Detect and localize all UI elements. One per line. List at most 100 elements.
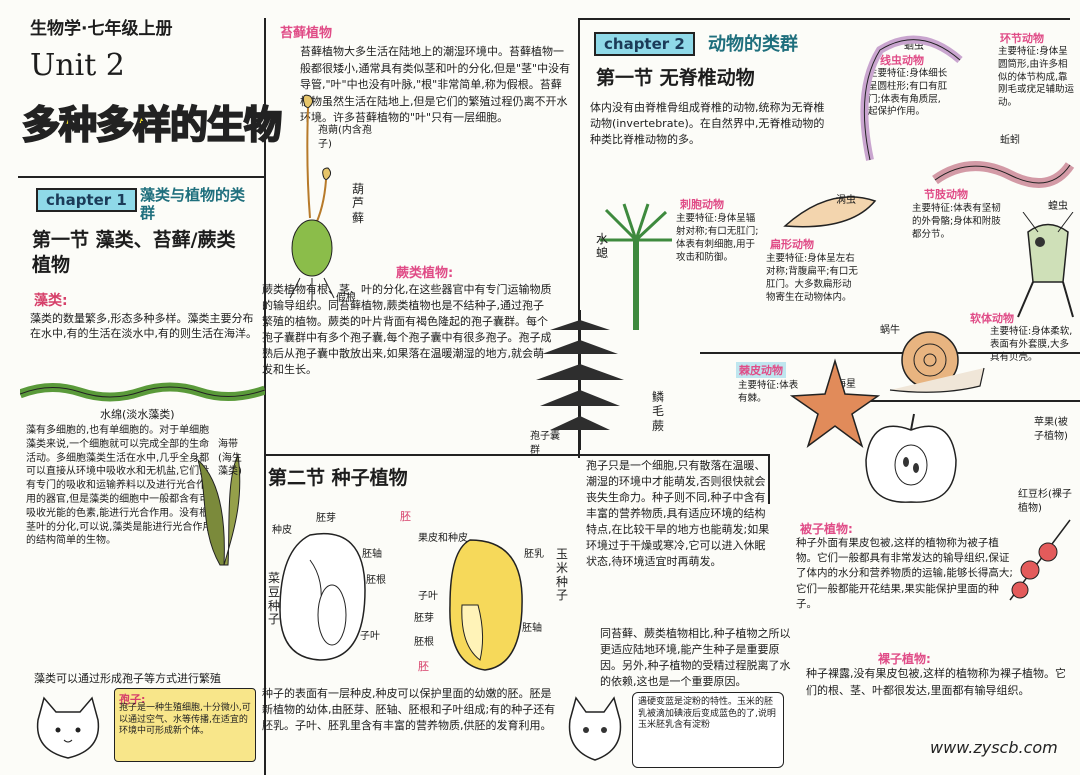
earthworm-illustration [932, 161, 1075, 188]
roundworm-heading: 线虫动物 [880, 54, 924, 67]
bean-part: 种皮 [272, 525, 292, 536]
compare-text: 同苔藓、蕨类植物相比,种子植物之所以更适应陆地环境,能产生种子是重要原因。另外,… [600, 627, 791, 688]
algae-text: 藻类的数量繁多,形态多种多样。藻类主要分布在水中,有的生活在淡水中,有的则生活在… [30, 312, 257, 340]
yew-illustration [1009, 519, 1071, 601]
iodine-note: 遇硬变蓝是淀粉的特性。玉米的胚乳被滴加碘液后变成蓝色的了,说明玉米胚乳含有淀粉 [632, 692, 784, 768]
moss-label: 葫芦藓 [352, 182, 365, 225]
bean-part: 胚轴 [362, 549, 382, 560]
fern-illustration [536, 310, 624, 450]
spore-note: 孢子: 孢子是一种生殖细胞,十分微小,可以通过空气、水等传播,在适宜的环境中可形… [114, 688, 256, 762]
corn-part: 胚 [418, 660, 429, 673]
annelid-heading: 环节动物 [1000, 32, 1044, 45]
flatworm-heading: 扁形动物 [770, 238, 814, 251]
echinoderm-heading: 棘皮动物 [736, 362, 786, 378]
roundworm-illustration [860, 35, 963, 161]
starfish-label: 海星 [836, 379, 856, 390]
spore-compare-text: 孢子只是一个细胞,只有散落在温暖、潮湿的环境中才能萌发,否则很快就会丧失生命力。… [586, 459, 770, 568]
mollusk-heading: 软体动物 [970, 312, 1014, 325]
corn-part: 胚根 [414, 637, 434, 648]
algae-cells-text: 藻有多细胞的,也有单细胞的。对于单细胞藻类来说,一个细胞就可以完成全部的生命活动… [26, 425, 213, 547]
fern-label: 鳞毛蕨 [652, 390, 665, 433]
divider [18, 176, 266, 178]
apple-label: 苹果(被子植物) [1034, 417, 1068, 442]
arthropod-text: 主要特征:体表有坚韧的外骨骼;身体和附肢都分节。 [912, 203, 1001, 241]
bean-part: 胚芽 [316, 513, 336, 524]
iodine-note-text: 遇硬变蓝是淀粉的特性。玉米的胚乳被滴加碘液后变成蓝色的了,说明玉米胚乳含有淀粉 [638, 697, 776, 731]
main-title: 多种多样的生物 [21, 102, 283, 148]
flatworm-text: 主要特征:身体呈左右对称;背腹扁平;有口无肛门。大多数扁形动物寄生在动物体内。 [766, 253, 858, 304]
cat-doodle [36, 696, 100, 759]
mollusk-text: 主要特征:身体柔软,表面有外套膜,大多具有贝壳。 [990, 326, 1073, 363]
chapter2-title: 动物的类群 [708, 34, 798, 55]
chapter1-tag: chapter 1 [36, 188, 137, 212]
bean-part: 胚 [400, 510, 411, 523]
kelp-illustration [197, 453, 241, 566]
chapter1-title: 藻类与植物的类群 [140, 186, 246, 222]
bean-seed-diagram [279, 533, 366, 661]
moss-text: 苔藓植物大多生活在陆地上的潮湿环境中。苔藓植物一般都很矮小,通常具有类似茎和叶的… [300, 45, 571, 124]
angiosperm-heading: 被子植物: [800, 522, 853, 536]
seed-section-title: 第二节 种子植物 [268, 467, 408, 489]
corn-part: 胚芽 [414, 613, 434, 624]
spore-text: 孢子是一种生殖细胞,十分微小,可以通过空气、水等传播,在适宜的环境中可形成新个体… [119, 703, 251, 737]
algae-heading: 藻类: [34, 293, 68, 309]
divider [768, 454, 770, 504]
unit-label: Unit 2 [30, 48, 125, 83]
corn-part: 胚轴 [522, 623, 542, 634]
bean-label: 菜豆种子 [268, 571, 281, 627]
apple-illustration [865, 413, 957, 503]
bean-part: 胚根 [366, 575, 386, 586]
fern-heading: 蕨类植物: [396, 266, 454, 281]
angiosperm-text: 种子外面有果皮包被,这样的植物称为被子植物。它们一般都具有非常发达的输导组织,保… [796, 537, 1013, 610]
arthropod-heading: 节肢动物 [924, 188, 968, 201]
chapter2-section-title: 第一节 无脊椎动物 [596, 67, 755, 89]
echinoderm-text: 主要特征:体表有棘。 [738, 380, 799, 404]
section1-title: 第一节 藻类、苔藓/蕨类植物 [32, 229, 236, 276]
invertebrate-intro: 体内没有由脊椎骨组成脊椎的动物,统称为无脊椎动物(invertebrate)。在… [590, 101, 825, 146]
divider [700, 352, 1080, 354]
capsule-label: 孢蒴(内含孢子) [318, 125, 372, 150]
annelid-text: 主要特征:身体呈圆筒形,由许多相似的体节构成,靠刚毛或疣足辅助运动。 [998, 46, 1075, 109]
roundworm-text: 主要特征:身体细长呈圆柱形;有口有肛门;体表有角质层,起保护作用。 [868, 68, 948, 118]
chapter2-tag: chapter 2 [594, 32, 695, 56]
watermark: www.zyscb.com [930, 738, 1058, 757]
cnidaria-text: 主要特征:身体呈辐射对称;有口无肛门;体表有刺细胞,用于攻击和防御。 [676, 213, 759, 264]
corn-seed-diagram [449, 539, 523, 671]
kelp-label: 海带(海生藻类) [218, 439, 242, 477]
seed-text: 种子的表面有一层种皮,种皮可以保护里面的幼嫩的胚。胚是新植物的幼体,由胚芽、胚轴… [262, 687, 556, 732]
hydra-illustration [600, 203, 672, 330]
corn-part: 子叶 [418, 591, 438, 602]
divider [578, 18, 580, 458]
starfish-illustration [790, 358, 880, 448]
header-frame: 生物学·七年级上册 Unit 2 多种多样的生物 [18, 12, 283, 172]
earthworm-label: 蚯蚓 [1000, 135, 1020, 146]
roundworm-label: 蛔虫 [904, 41, 924, 52]
moss-heading: 苔藓植物 [280, 26, 333, 41]
hydra-label: 水螅 [596, 232, 609, 261]
subject-label: 生物学·七年级上册 [30, 19, 173, 39]
divider [264, 18, 266, 775]
flatworm-illustration [783, 196, 877, 228]
yew-label: 红豆杉(裸子植物) [1018, 489, 1072, 514]
fern-text: 蕨类植物有根、茎、叶的分化,在这些器官中有专门运输物质的输导组织。同苔藓植物,蕨… [262, 283, 552, 376]
sorus-label: 孢子囊群 [530, 431, 560, 456]
flatworm-label: 涡虫 [836, 195, 856, 206]
corn-part: 胚乳 [524, 549, 544, 560]
gymnosperm-heading: 裸子植物: [878, 652, 931, 666]
cnidaria-heading: 刺胞动物 [680, 198, 724, 211]
spirogyra-illustration [20, 382, 265, 402]
spirogyra-label: 水绵(淡水藻类) [100, 408, 175, 421]
algae-repro: 藻类可以通过形成孢子等方式进行繁殖 [34, 672, 221, 685]
divider [855, 400, 1080, 402]
cat-doodle-2 [568, 696, 622, 761]
corn-label: 玉米种子 [556, 547, 569, 603]
snail-label: 蜗牛 [880, 325, 900, 336]
grasshopper-illustration [1017, 212, 1074, 318]
spore-label: 孢子: [119, 693, 146, 706]
moss-illustration [289, 94, 335, 302]
bean-part: 子叶 [360, 631, 380, 642]
gymnosperm-text: 种子裸露,没有果皮包被,这样的植物称为裸子植物。它们的根、茎、叶都很发达,里面都… [806, 667, 1066, 697]
divider [264, 454, 769, 456]
corn-part: 果皮和种皮 [418, 533, 468, 544]
